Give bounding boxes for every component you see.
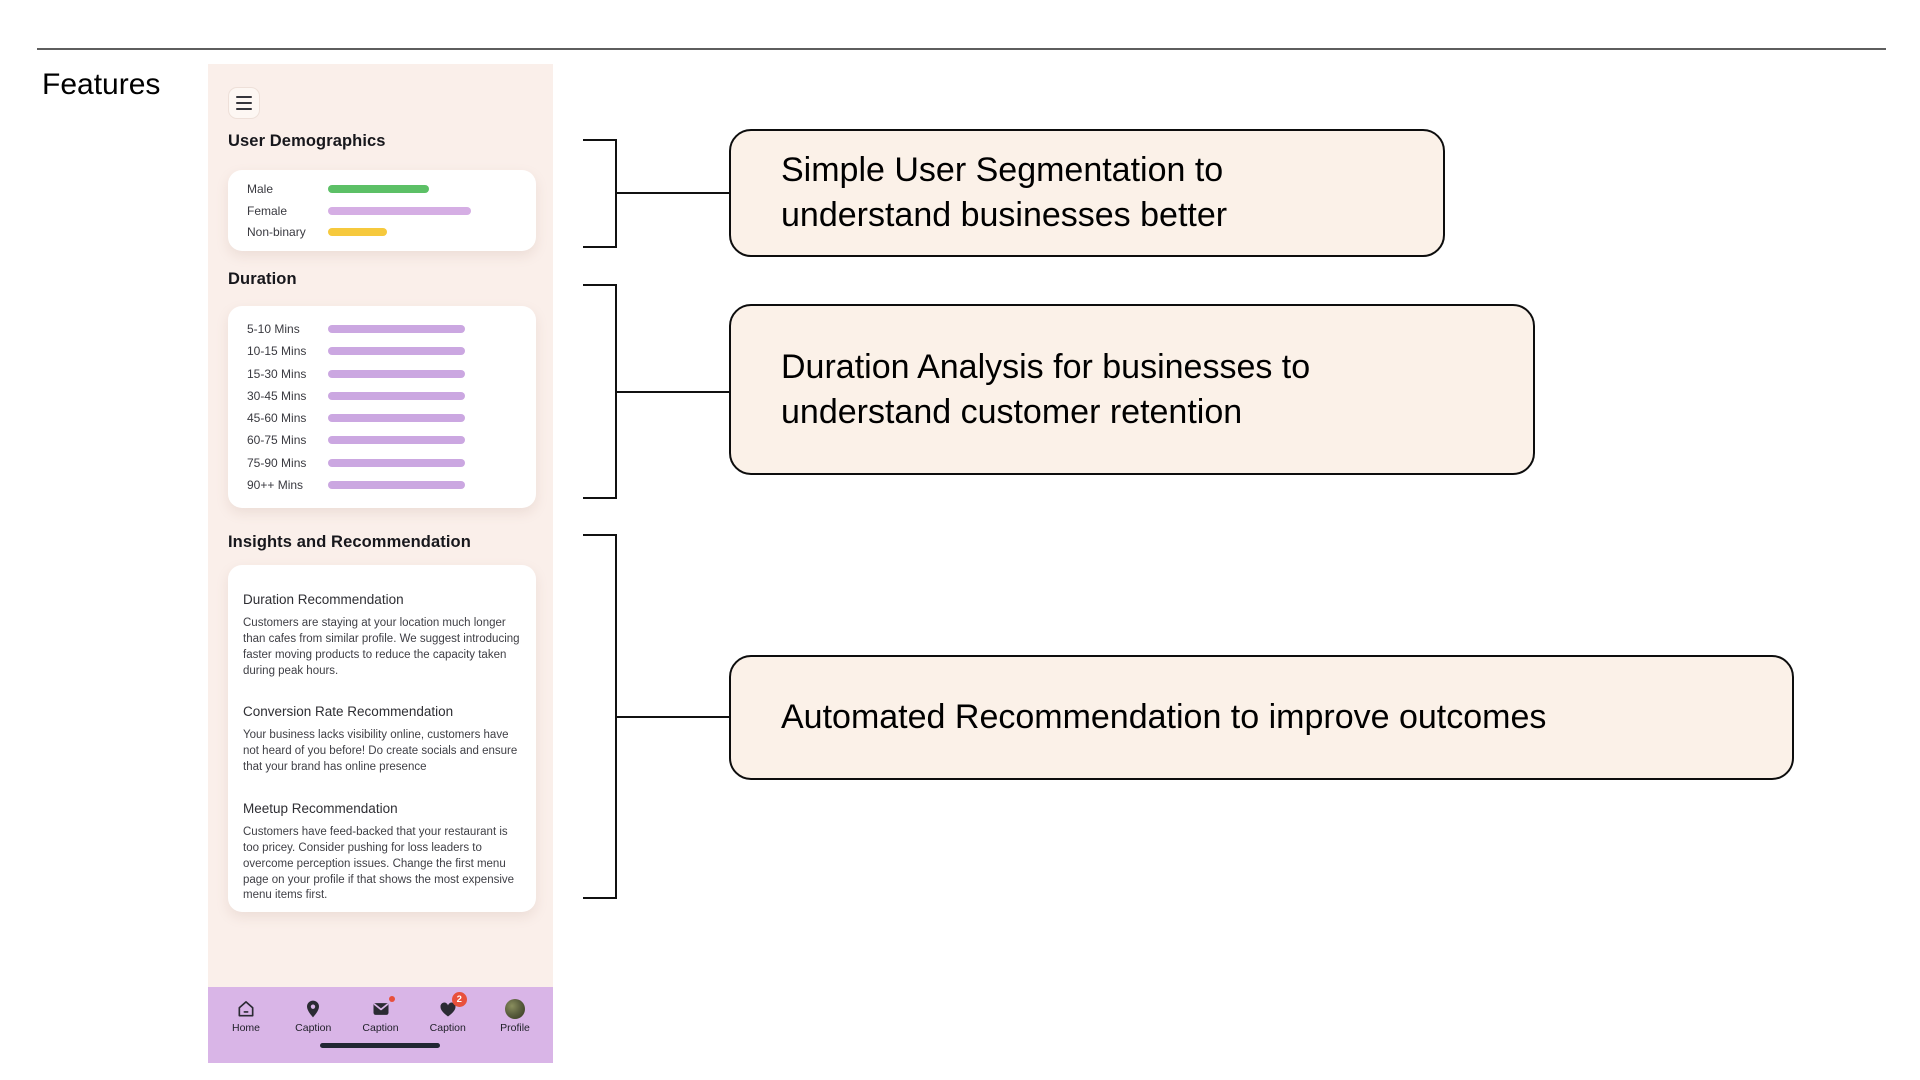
insight-item: Meetup Recommendation Customers have fee… [243, 801, 520, 904]
bar-label: 75-90 Mins [247, 455, 307, 470]
nav-item-favorites[interactable]: 2 Caption [420, 992, 476, 1063]
nav-item-location[interactable]: Caption [285, 999, 341, 1063]
connector-line [616, 716, 729, 718]
notification-badge: 2 [451, 992, 467, 1007]
duration-row: 5-10 Mins [228, 318, 536, 340]
page-title: Features [42, 68, 161, 101]
duration-row: 30-45 Mins [228, 385, 536, 407]
bar-label: 15-30 Mins [247, 366, 307, 381]
bar-label: 10-15 Mins [247, 344, 307, 359]
duration-bar [328, 480, 465, 489]
insight-body: Customers are staying at your location m… [243, 617, 520, 677]
callout-segmentation: Simple User Segmentation to understand b… [729, 129, 1445, 257]
insight-title: Meetup Recommendation [243, 801, 398, 817]
callout-recommendation: Automated Recommendation to improve outc… [729, 655, 1794, 780]
notification-dot [388, 996, 395, 1002]
duration-row: 75-90 Mins [228, 452, 536, 474]
bracket-demographics [583, 139, 617, 248]
duration-row: 15-30 Mins [228, 363, 536, 385]
connector-line [616, 192, 729, 194]
callout-text: Duration Analysis for businesses to unde… [781, 347, 1311, 431]
nav-label: Home [231, 1022, 260, 1034]
duration-bar [328, 325, 465, 334]
nav-label: Caption [295, 1022, 332, 1034]
home-indicator-bar [320, 1043, 440, 1048]
bar-label: 30-45 Mins [247, 388, 307, 403]
duration-bar [328, 436, 465, 445]
bar-label: Non-binary [247, 225, 306, 240]
top-divider [37, 48, 1886, 50]
bottom-nav: Home Caption Caption 2 [208, 987, 553, 1063]
duration-row: 10-15 Mins [228, 340, 536, 362]
callout-duration: Duration Analysis for businesses to unde… [729, 304, 1535, 475]
bar-label: 90++ Mins [247, 477, 304, 492]
duration-bar [328, 414, 465, 423]
bracket-insights [583, 534, 617, 899]
demographics-card: Male Female Non-binary [228, 170, 536, 251]
bar-label: Male [247, 181, 274, 196]
duration-bar [328, 369, 465, 378]
section-heading-demographics: User Demographics [228, 132, 386, 150]
duration-bar [328, 347, 465, 356]
callout-text: Automated Recommendation to improve outc… [781, 698, 1547, 737]
insights-card: Duration Recommendation Customers are st… [228, 565, 536, 912]
hamburger-icon [236, 102, 252, 104]
home-icon [238, 1001, 254, 1017]
nav-item-profile[interactable]: Profile [487, 999, 543, 1063]
bar-label: 5-10 Mins [247, 322, 300, 337]
bracket-duration [583, 284, 617, 499]
duration-card: 5-10 Mins 10-15 Mins 15-30 Mins 30-45 Mi… [228, 306, 536, 508]
duration-row: 90++ Mins [228, 474, 536, 496]
insight-body: Your business lacks visibility online, c… [243, 729, 518, 774]
insight-title: Duration Recommendation [243, 592, 404, 607]
insight-title: Conversion Rate Recommendation [243, 704, 454, 720]
demographic-row: Male [228, 178, 536, 200]
bar-label: 60-75 Mins [247, 433, 307, 448]
bar-female [328, 206, 471, 215]
bar-male [328, 184, 429, 193]
bar-label: Female [247, 203, 288, 218]
bar-label: 45-60 Mins [247, 411, 307, 426]
phone-mockup: User Demographics Male Female Non-binary… [208, 64, 553, 1063]
demographic-row: Non-binary [228, 221, 536, 243]
nav-item-home[interactable]: Home [218, 999, 274, 1063]
demographic-row: Female [228, 200, 536, 222]
insight-item: Duration Recommendation Customers are st… [243, 592, 520, 679]
hamburger-icon [236, 96, 252, 98]
heart-icon [440, 1002, 456, 1017]
hamburger-icon [236, 108, 252, 110]
insight-item: Conversion Rate Recommendation Your busi… [243, 704, 520, 776]
section-heading-duration: Duration [228, 270, 297, 288]
duration-bar [328, 458, 465, 467]
duration-bar [328, 391, 465, 400]
nav-label: Caption [429, 1022, 466, 1034]
callout-text: Simple User Segmentation to understand b… [781, 151, 1228, 234]
mail-icon [373, 1003, 388, 1015]
duration-row: 45-60 Mins [228, 407, 536, 429]
connector-line [616, 391, 729, 393]
nav-item-messages[interactable]: Caption [353, 996, 409, 1063]
insight-body: Customers have feed-backed that your res… [243, 826, 515, 902]
nav-label: Profile [500, 1022, 530, 1034]
hamburger-menu-button[interactable] [228, 87, 260, 119]
section-heading-insights: Insights and Recommendation [228, 533, 471, 551]
location-pin-icon [307, 1000, 320, 1018]
nav-label: Caption [362, 1022, 399, 1034]
duration-row: 60-75 Mins [228, 429, 536, 451]
profile-avatar [505, 999, 525, 1019]
bar-nonbinary [328, 228, 387, 237]
